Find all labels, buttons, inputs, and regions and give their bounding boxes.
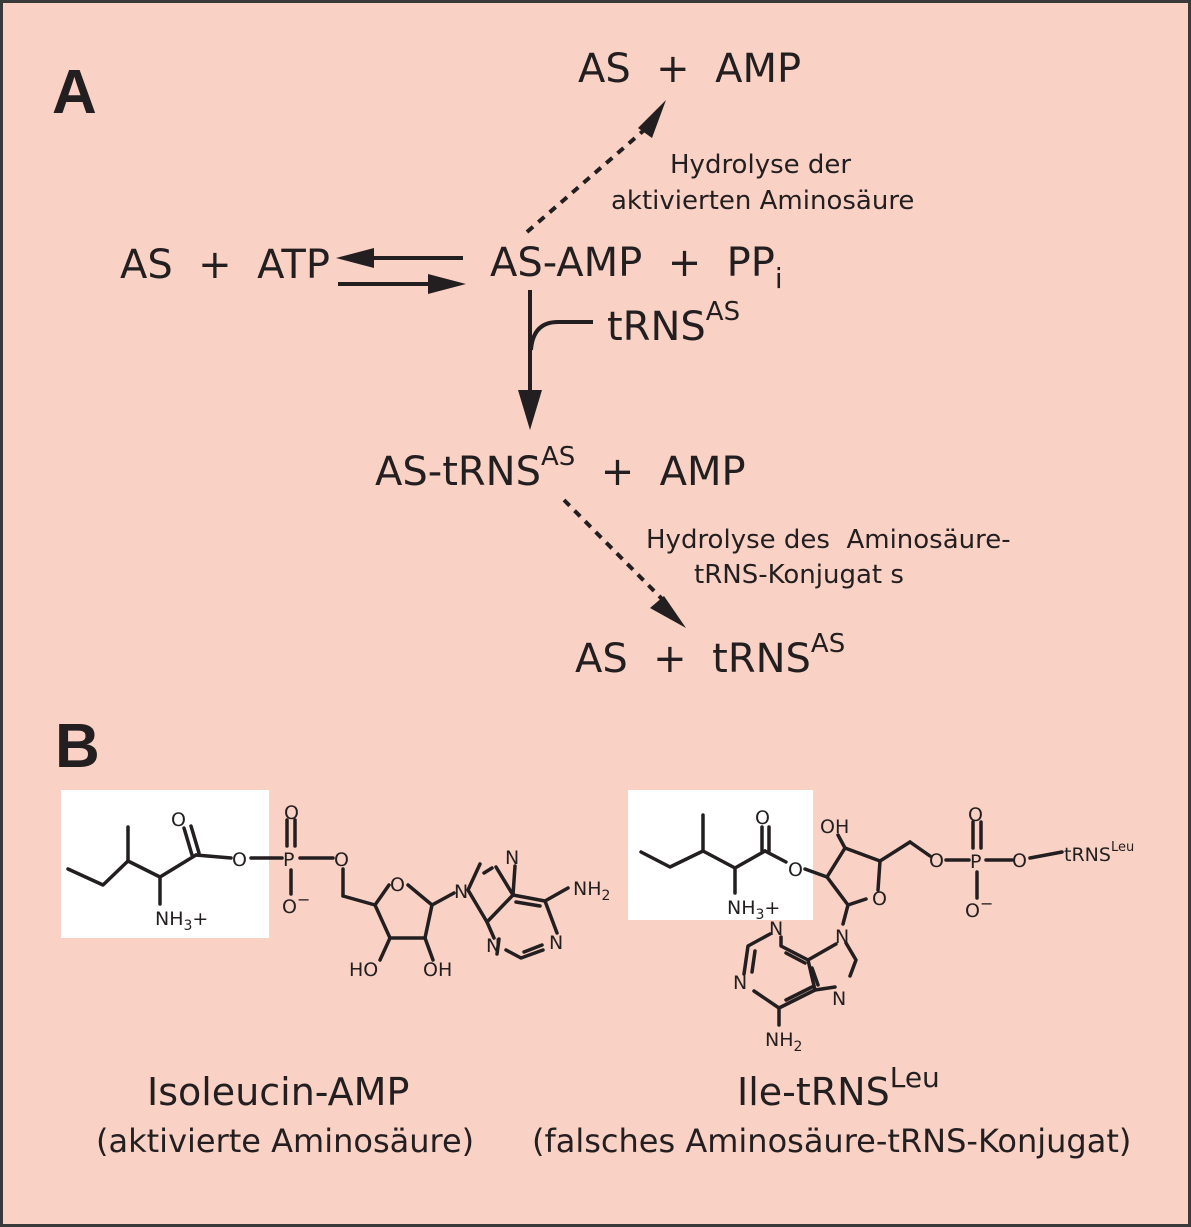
aminoacyl-trna-sup: AS xyxy=(541,442,575,472)
atom-o: O xyxy=(284,802,299,824)
ring-o: O xyxy=(872,888,887,910)
trna-input-main: tRNS xyxy=(607,304,706,350)
atom-n: N xyxy=(769,918,783,940)
atom-n: N xyxy=(835,926,849,948)
intermediate-main: AS-AMP + PP xyxy=(490,240,775,286)
atom-o: O xyxy=(788,859,803,881)
trna-input-sup: AS xyxy=(706,297,740,327)
left-caption-title: Isoleucin-AMP xyxy=(147,1070,409,1114)
atom-o: O xyxy=(1012,850,1027,872)
aminoacyl-trna-main: AS-tRNS xyxy=(375,449,541,495)
bottom-product: AS + tRNSAS xyxy=(575,629,845,682)
right-caption-main: Ile-tRNS xyxy=(737,1070,890,1114)
atom-o: O xyxy=(171,809,186,831)
aminoacyl-trna-product: AS-tRNSAS + AMP xyxy=(375,442,746,495)
atom-o: O xyxy=(968,804,983,826)
bottom-product-sup: AS xyxy=(811,629,845,659)
ring-o: O xyxy=(390,874,405,896)
isoleucine-box-right xyxy=(628,790,813,920)
right-caption-title: Ile-tRNSLeu xyxy=(737,1061,940,1114)
aminoacyl-trna-amp: + AMP xyxy=(575,449,745,495)
right-caption-sup: Leu xyxy=(890,1061,940,1094)
intermediate-sub: i xyxy=(775,262,783,295)
hydrolysis-bottom-line1: Hydrolyse des Aminosäure- xyxy=(646,525,1011,555)
hydrolysis-bottom-arrow-line xyxy=(562,498,670,607)
atom-n: N xyxy=(733,972,747,994)
atom-o: O xyxy=(232,849,247,871)
right-caption-subtitle: (falsches Aminosäure-tRNS-Konjugat) xyxy=(532,1122,1131,1160)
atom-o: O xyxy=(334,849,349,871)
reactants: AS + ATP xyxy=(120,242,330,288)
hydrolysis-bottom-arrow-head xyxy=(650,596,686,628)
amine-nh2: NH2 xyxy=(765,1029,802,1055)
equilibrium-forward-head xyxy=(428,274,466,294)
atom-o-minus: O− xyxy=(965,894,993,922)
hydrolysis-top-arrow-line xyxy=(525,123,652,234)
trna-leu-label: tRNSLeu xyxy=(1064,840,1134,866)
ribose-ho: HO xyxy=(349,959,378,981)
amine-nh2: NH2 xyxy=(573,878,610,904)
isoleucin-amp-structure: O O P O O− O O HO OH N N N N NH2 NH3+ xyxy=(66,802,610,981)
atom-p: P xyxy=(283,849,294,871)
trna-branch-line xyxy=(529,320,593,351)
atom-p: P xyxy=(970,851,981,873)
intermediate: AS-AMP + PPi xyxy=(490,240,783,295)
bottom-product-main: AS + tRNS xyxy=(575,636,811,682)
left-caption-subtitle: (aktivierte Aminosäure) xyxy=(96,1122,474,1160)
aminoacylation-arrow-head xyxy=(518,390,542,430)
ribose-oh: OH xyxy=(423,959,452,981)
ribose-oh: OH xyxy=(820,816,849,838)
atom-o-minus: O− xyxy=(282,890,310,918)
panel-a-label: A xyxy=(52,58,97,127)
atom-n: N xyxy=(549,932,563,954)
atom-n: N xyxy=(454,881,468,903)
atom-o: O xyxy=(755,807,770,829)
hydrolysis-bottom-line2: tRNS-Konjugat s xyxy=(694,560,904,590)
equilibrium-back-head xyxy=(336,248,374,268)
isoleucine-box-left xyxy=(61,790,269,938)
ile-trna-structure: O O OH O O P O O− O tRNSLeu N N N N NH2 … xyxy=(639,804,1134,1055)
atom-n: N xyxy=(505,847,519,869)
hydrolysis-top-arrow-head xyxy=(638,100,666,138)
hydrolysis-top-line1: Hydrolyse der xyxy=(670,150,851,180)
atom-n: N xyxy=(832,988,846,1010)
hydrolysis-top-line2: aktivierten Aminosäure xyxy=(611,186,914,216)
atom-o: O xyxy=(929,850,944,872)
panel-b-label: B xyxy=(55,712,100,781)
atom-n: N xyxy=(486,935,500,957)
trna-input: tRNSAS xyxy=(607,297,740,350)
top-product: AS + AMP xyxy=(578,46,801,92)
ammonium-nh3: NH3+ xyxy=(727,897,780,923)
ammonium-nh3: NH3+ xyxy=(155,908,208,934)
